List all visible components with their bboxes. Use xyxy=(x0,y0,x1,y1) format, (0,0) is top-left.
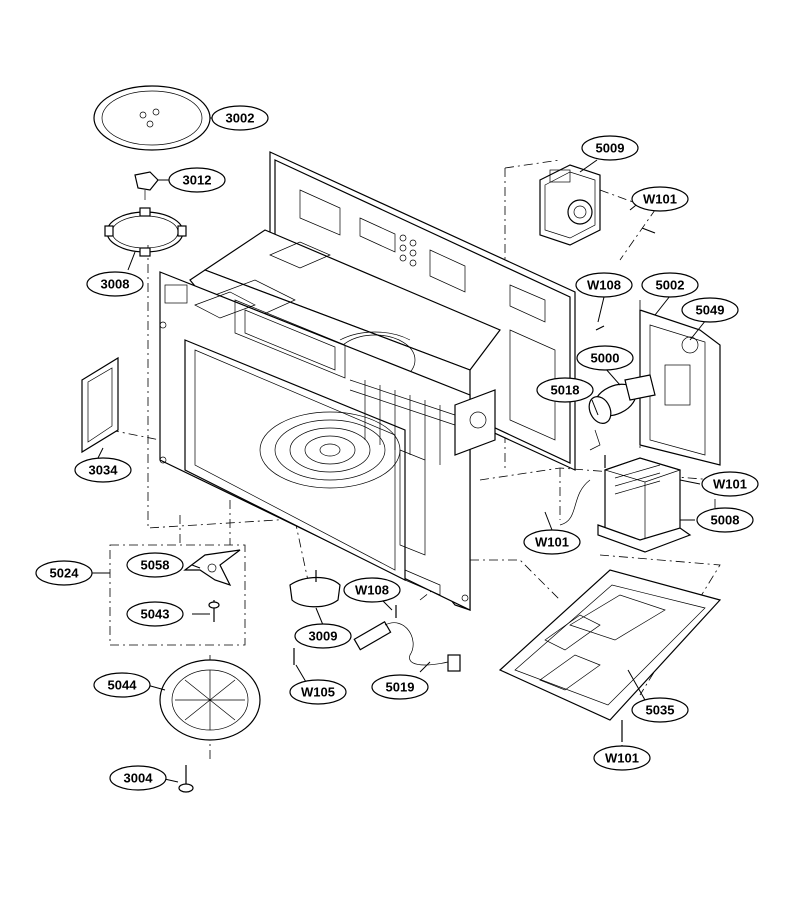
callout-3002: 3002 xyxy=(211,105,269,131)
bracket-assembly xyxy=(595,309,721,466)
callout-w101-top: W101 xyxy=(631,186,689,212)
callout-label: 5000 xyxy=(591,351,620,366)
callout-5019: 5019 xyxy=(371,674,429,700)
callout-w105: W105 xyxy=(289,679,347,705)
callout-5018: 5018 xyxy=(536,377,594,403)
callout-5058: 5058 xyxy=(126,552,184,578)
roller-ring xyxy=(104,207,187,257)
callout-label: W108 xyxy=(355,583,389,598)
callout-5008: 5008 xyxy=(696,507,754,533)
callout-label: W101 xyxy=(713,477,747,492)
callout-5043: 5043 xyxy=(126,601,184,627)
callout-label: 5019 xyxy=(386,680,415,695)
wire-harness xyxy=(353,605,461,672)
callout-label: 5024 xyxy=(50,566,80,581)
callout-label: 5058 xyxy=(141,558,170,573)
callout-label: 5043 xyxy=(141,607,170,622)
base-plate xyxy=(498,569,722,742)
roller-shaft xyxy=(178,765,194,793)
callout-5044: 5044 xyxy=(93,672,151,698)
callout-label: W101 xyxy=(535,535,569,550)
leader-lines xyxy=(92,117,711,783)
callout-label: 3002 xyxy=(226,111,255,126)
oven-cavity xyxy=(159,229,501,611)
callout-5024: 5024 xyxy=(35,560,93,586)
callout-label: 3012 xyxy=(183,173,212,188)
callout-label: 3004 xyxy=(124,771,154,786)
callout-label: 3009 xyxy=(309,629,338,644)
callout-label: 3034 xyxy=(89,463,119,478)
callout-label: 5009 xyxy=(596,141,625,156)
callout-3009: 3009 xyxy=(294,623,352,649)
fan-motor xyxy=(539,164,656,246)
high-voltage-transformer xyxy=(559,455,692,553)
callout-3008: 3008 xyxy=(86,271,144,297)
callout-label: 5035 xyxy=(646,703,675,718)
glass-tray xyxy=(93,85,211,151)
callout-5009: 5009 xyxy=(581,135,639,161)
callout-w108-mid: W108 xyxy=(343,577,401,603)
callout-3034: 3034 xyxy=(74,457,132,483)
callout-w101-mid-right: W101 xyxy=(701,471,759,497)
callout-w101-bottom: W101 xyxy=(593,745,651,771)
callout-5049: 5049 xyxy=(681,297,739,323)
callout-label: W105 xyxy=(301,685,335,700)
callout-5002: 5002 xyxy=(641,272,699,298)
callout-3012: 3012 xyxy=(168,167,226,193)
stirrer-group xyxy=(109,544,246,646)
callout-label: W101 xyxy=(605,751,639,766)
callout-label: W108 xyxy=(587,278,621,293)
callout-5035: 5035 xyxy=(631,697,689,723)
callout-label: W101 xyxy=(643,192,677,207)
callout-label: 3008 xyxy=(101,277,130,292)
callout-w101-mid: W101 xyxy=(523,529,581,555)
callout-w108-right: W108 xyxy=(575,272,633,298)
callout-label: 5002 xyxy=(656,278,685,293)
callout-5000: 5000 xyxy=(576,345,634,371)
callout-label: 5049 xyxy=(696,303,725,318)
callout-3004: 3004 xyxy=(109,765,167,791)
capacitor xyxy=(588,374,656,451)
coupler xyxy=(134,171,159,200)
waveguide-cover xyxy=(81,356,119,454)
callout-label: 5008 xyxy=(711,513,740,528)
callout-label: 5044 xyxy=(108,678,138,693)
turntable-motor xyxy=(289,570,341,665)
stirrer-cover xyxy=(159,659,261,741)
callout-label: 5018 xyxy=(551,383,580,398)
back-panel-holes xyxy=(399,234,417,267)
